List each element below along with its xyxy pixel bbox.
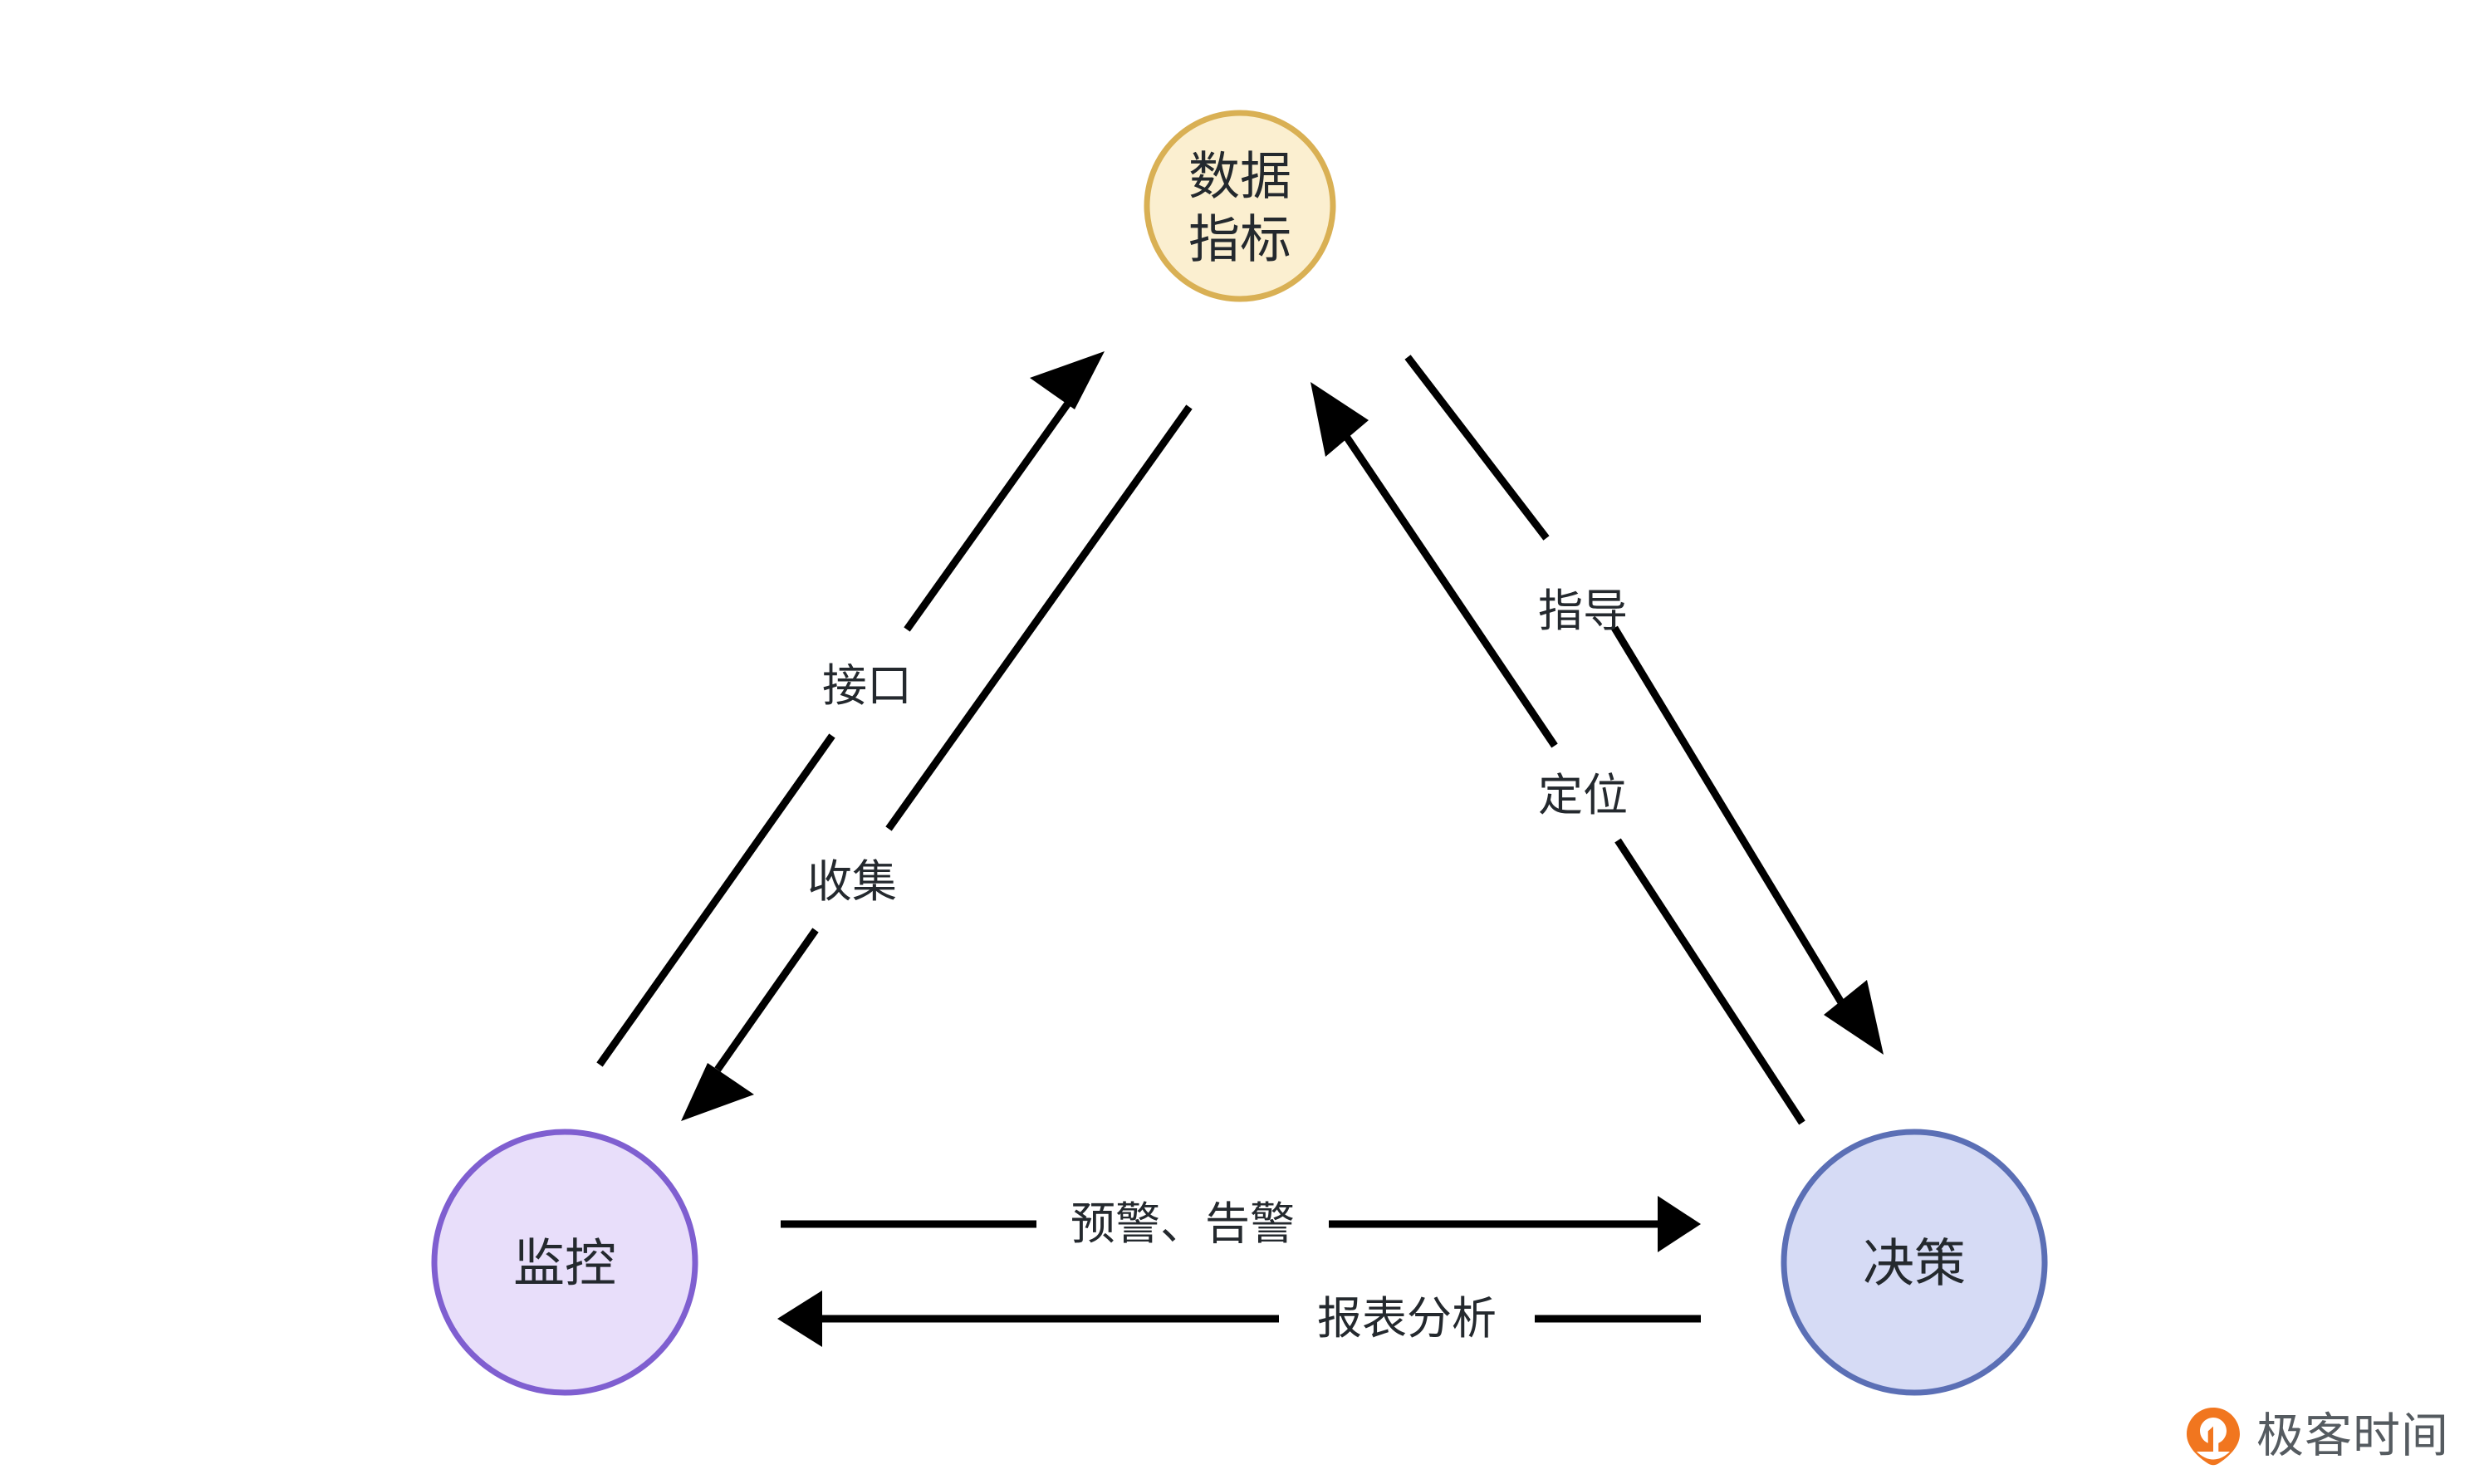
edge-label-collect: 收集 (807, 857, 897, 907)
node-monitoring-circle[interactable] (431, 1129, 698, 1396)
edge-data-to-monitoring-collect: 收集 (681, 404, 1193, 1121)
edge-label-guide: 指导 (1538, 586, 1628, 636)
edge-monitoring-to-data-interface: 接口 (596, 351, 1105, 1067)
edge-label-report: 报表分析 (1317, 1294, 1497, 1344)
watermark: 极客时间 (2183, 1406, 2449, 1466)
node-decision-label: 决策 (1863, 1236, 1966, 1293)
arrowhead-up-left-icon (1311, 382, 1369, 457)
edge-label-interface: 接口 (822, 661, 912, 711)
edge-line-segment-lower (714, 928, 819, 1072)
edge-line-segment-upper (904, 384, 1083, 632)
arrowhead-left-icon (777, 1291, 822, 1347)
arrowhead-down-right-icon (1824, 980, 1884, 1055)
arrowhead-right-icon (1658, 1196, 1701, 1252)
edge-line-segment-lower (1611, 625, 1847, 1009)
node-data-metrics-label-line2: 指标 (1188, 212, 1291, 269)
watermark-text: 极客时间 (2256, 1408, 2449, 1462)
edge-monitoring-to-decision-alert: 预警、告警 (781, 1196, 1701, 1252)
edge-decision-to-data-locate: 定位 (1311, 382, 1805, 1125)
node-decision-circle[interactable] (1781, 1129, 2048, 1396)
edge-line-segment-upper (885, 404, 1193, 831)
edge-line-segment-upper (1335, 423, 1558, 748)
edge-line-segment-lower (1614, 838, 1805, 1125)
edge-label-locate: 定位 (1538, 771, 1628, 820)
node-decision[interactable]: 决策 (1781, 1129, 2048, 1396)
node-data-metrics-circle[interactable] (1144, 110, 1336, 302)
edge-data-to-decision-guide: 指导 (1404, 355, 1884, 1055)
geektime-logo-icon (2183, 1406, 2243, 1466)
edge-label-alert: 预警、告警 (1070, 1199, 1295, 1249)
arrowhead-up-right-icon (1030, 351, 1105, 409)
edge-decision-to-monitoring-report: 报表分析 (777, 1291, 1701, 1347)
node-data-metrics[interactable]: 数据 指标 (1144, 110, 1336, 302)
node-data-metrics-label-line1: 数据 (1188, 149, 1291, 206)
node-monitoring-label: 监控 (513, 1236, 616, 1293)
edge-line-segment-upper (1404, 355, 1550, 541)
edge-line-segment-lower (596, 733, 835, 1067)
arrowhead-down-left-icon (681, 1063, 754, 1121)
node-monitoring[interactable]: 监控 (431, 1129, 698, 1396)
